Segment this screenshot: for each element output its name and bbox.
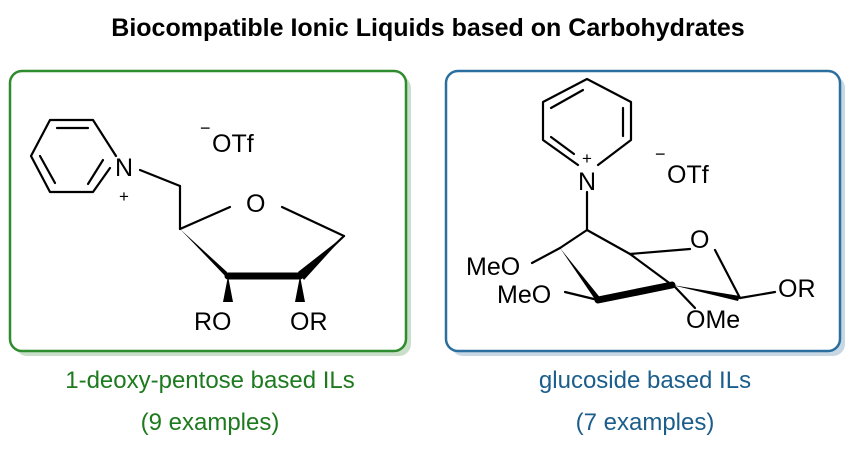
left-plus-label: +	[119, 187, 129, 206]
left-pyridine-ring	[29, 118, 118, 194]
left-count: (9 examples)	[140, 409, 280, 436]
right-count: (7 examples)	[575, 409, 715, 436]
right-nitrogen-label: N	[578, 168, 596, 196]
right-ome-label: OMe	[686, 306, 740, 334]
right-meo2-label: MeO	[497, 281, 551, 309]
left-structure	[29, 118, 346, 302]
right-panel	[444, 69, 845, 356]
left-anion-charge: −	[200, 118, 211, 138]
right-caption: glucoside based ILs	[538, 367, 752, 394]
left-caption: 1-deoxy-pentose based ILs	[65, 367, 355, 394]
left-or-label: OR	[290, 308, 328, 336]
left-labels: N + − OTf O RO OR	[115, 118, 328, 336]
right-or-label: OR	[778, 275, 816, 303]
right-anion-label: OTf	[667, 161, 709, 189]
left-nitrogen-label: N	[115, 154, 133, 182]
page-title: Biocompatible Ionic Liquids based on Car…	[111, 14, 745, 42]
left-ring-oxygen-label: O	[246, 190, 265, 218]
left-ro-label: RO	[194, 308, 232, 336]
right-pyridine-ring	[541, 77, 633, 167]
right-anion-charge: −	[655, 144, 666, 164]
right-structure	[530, 77, 777, 310]
left-n-ch2-bond	[138, 168, 182, 188]
right-plus-label: +	[582, 149, 592, 168]
left-anion-label: OTf	[212, 130, 254, 158]
right-labels: N + − OTf O MeO MeO OMe OR	[466, 144, 816, 334]
right-ring-oxygen-label: O	[690, 226, 709, 254]
right-meo1-label: MeO	[466, 253, 520, 281]
left-panel	[8, 69, 411, 356]
